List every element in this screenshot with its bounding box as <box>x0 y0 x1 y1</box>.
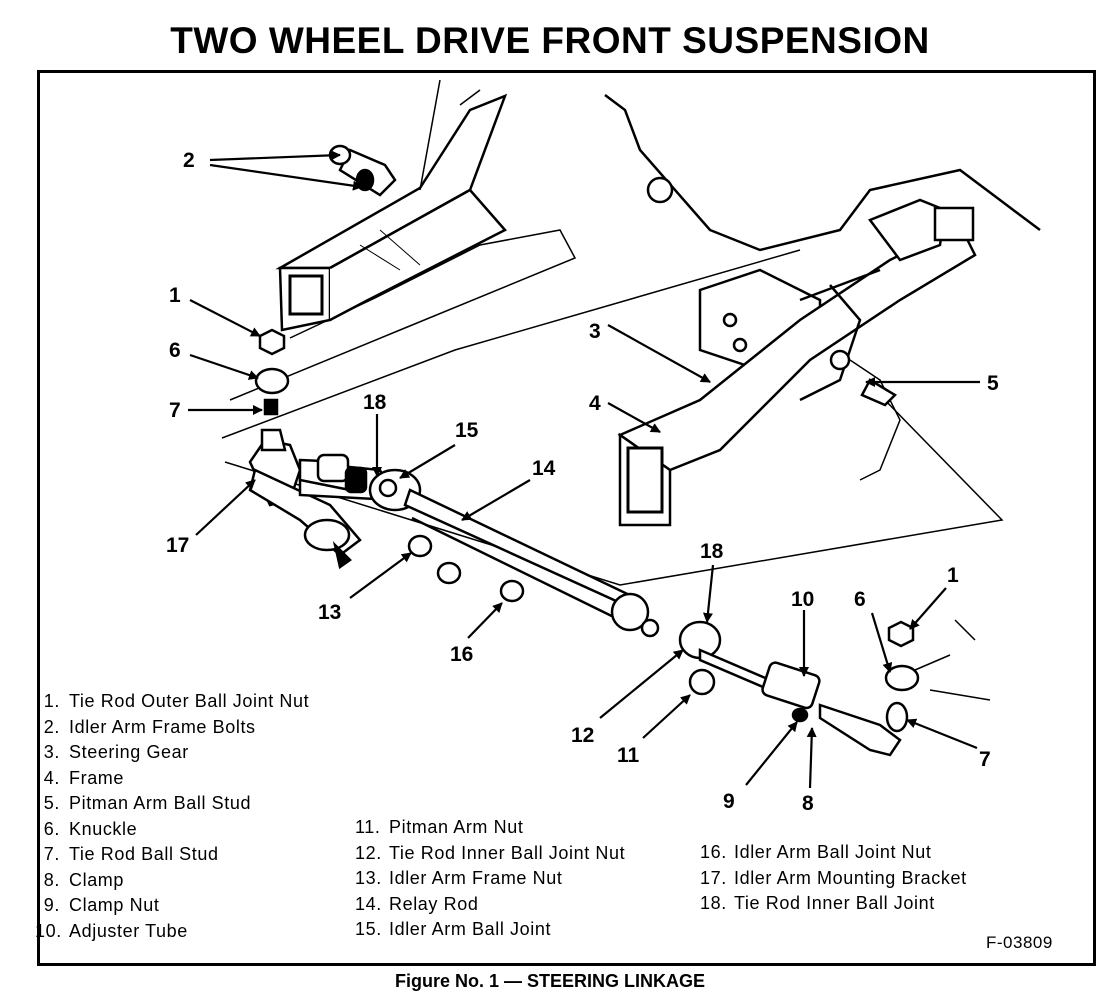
legend-item: 3.Steering Gear <box>43 742 189 762</box>
left-frame-rail <box>275 79 508 332</box>
callout-18-left: 18 <box>363 391 387 414</box>
figure-caption: Figure No. 1 — STEERING LINKAGE <box>394 971 706 991</box>
legend-item: 12.Tie Rod Inner Ball Joint Nut <box>355 842 626 863</box>
callout-16: 16 <box>450 643 473 666</box>
legend-item: 15.Idler Arm Ball Joint <box>355 919 552 939</box>
legend-column-1: 1.Tie Rod Outer Ball Joint Nut 2.Idler A… <box>35 689 309 944</box>
callout-7-right: 7 <box>979 748 991 771</box>
callout-3: 3 <box>589 320 601 343</box>
callout-1: 1 <box>169 284 181 307</box>
callout-labels: 2 1 6 7 18 15 14 17 13 16 18 3 4 5 10 6 … <box>166 149 999 815</box>
callout-10: 10 <box>791 588 814 611</box>
legend-item: 17.Idler Arm Mounting Bracket <box>700 867 967 888</box>
legend-item: 7.Tie Rod Ball Stud <box>43 844 219 864</box>
callout-8: 8 <box>802 792 814 815</box>
callout-2: 2 <box>183 149 195 172</box>
legend-column-2: 11.Pitman Arm Nut 12.Tie Rod Inner Ball … <box>355 815 625 943</box>
legend-item: 5.Pitman Arm Ball Stud <box>43 793 252 813</box>
callout-5: 5 <box>987 372 999 395</box>
legend-item: 6.Knuckle <box>43 818 138 839</box>
legend-item: 14.Relay Rod <box>355 893 479 914</box>
hardware-parts <box>254 144 991 701</box>
callout-4: 4 <box>589 392 601 415</box>
callout-13: 13 <box>318 601 341 624</box>
callout-6: 6 <box>169 339 181 362</box>
legend-column-3: 16.Idler Arm Ball Joint Nut 17.Idler Arm… <box>700 840 967 917</box>
legend-item: 2.Idler Arm Frame Bolts <box>43 716 256 737</box>
legend-item: 10.Adjuster Tube <box>35 920 188 941</box>
callout-18-right: 18 <box>700 540 724 563</box>
callout-15: 15 <box>455 419 479 442</box>
right-frame-and-crossmember <box>604 94 1041 527</box>
legend-item: 11.Pitman Arm Nut <box>355 817 524 837</box>
legend-item: 13.Idler Arm Frame Nut <box>355 868 563 888</box>
callout-7: 7 <box>169 399 181 422</box>
leader-lines <box>188 150 980 789</box>
callout-6-right: 6 <box>854 588 866 611</box>
callout-12: 12 <box>571 724 594 747</box>
legend-item: 1.Tie Rod Outer Ball Joint Nut <box>43 691 310 711</box>
callout-1-right: 1 <box>947 564 959 587</box>
diagram-title: TWO WHEEL DRIVE FRONT SUSPENSION <box>170 20 930 61</box>
callout-11: 11 <box>617 744 640 767</box>
callout-17: 17 <box>166 534 189 557</box>
callout-14: 14 <box>532 457 556 480</box>
legend-item: 18.Tie Rod Inner Ball Joint <box>700 893 935 913</box>
figure-number: F-03809 <box>986 933 1053 952</box>
legend-item: 16.Idler Arm Ball Joint Nut <box>700 842 932 862</box>
legend-item: 4.Frame <box>43 767 125 788</box>
legend-item: 8.Clamp <box>43 869 125 890</box>
figure-border <box>37 70 1096 966</box>
right-tie-rod <box>678 620 909 757</box>
callout-9: 9 <box>723 790 735 813</box>
legend-item: 9.Clamp Nut <box>43 895 160 915</box>
